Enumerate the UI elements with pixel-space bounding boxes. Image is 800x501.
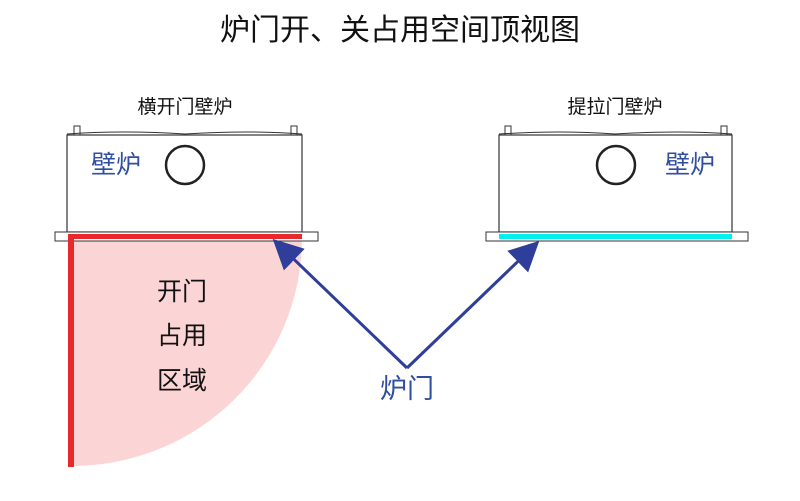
arrow-left-door	[272, 238, 409, 370]
door-open-line	[68, 234, 74, 467]
door-label: 炉门	[380, 374, 434, 405]
left-caption: 横开门壁炉	[137, 96, 232, 118]
title: 炉门开、关占用空间顶视图	[220, 13, 580, 48]
door-swing-area	[72, 238, 302, 466]
right-fireplace: 提拉门壁炉 壁炉	[485, 96, 749, 242]
flue-circle	[164, 144, 206, 186]
area-line-1: 开门	[157, 277, 207, 306]
area-line-2: 占用	[157, 321, 207, 350]
flue-circle	[595, 144, 637, 186]
right-fireplace-label: 壁炉	[665, 150, 715, 179]
door-cyan-line	[499, 234, 732, 239]
left-fireplace-label: 壁炉	[91, 150, 141, 179]
right-caption: 提拉门壁炉	[567, 96, 662, 118]
left-fireplace: 横开门壁炉 壁炉 开门 占用 区域	[54, 96, 319, 467]
arrow-right-door	[405, 240, 540, 370]
door-red-line	[70, 234, 302, 239]
area-line-3: 区域	[157, 366, 207, 395]
